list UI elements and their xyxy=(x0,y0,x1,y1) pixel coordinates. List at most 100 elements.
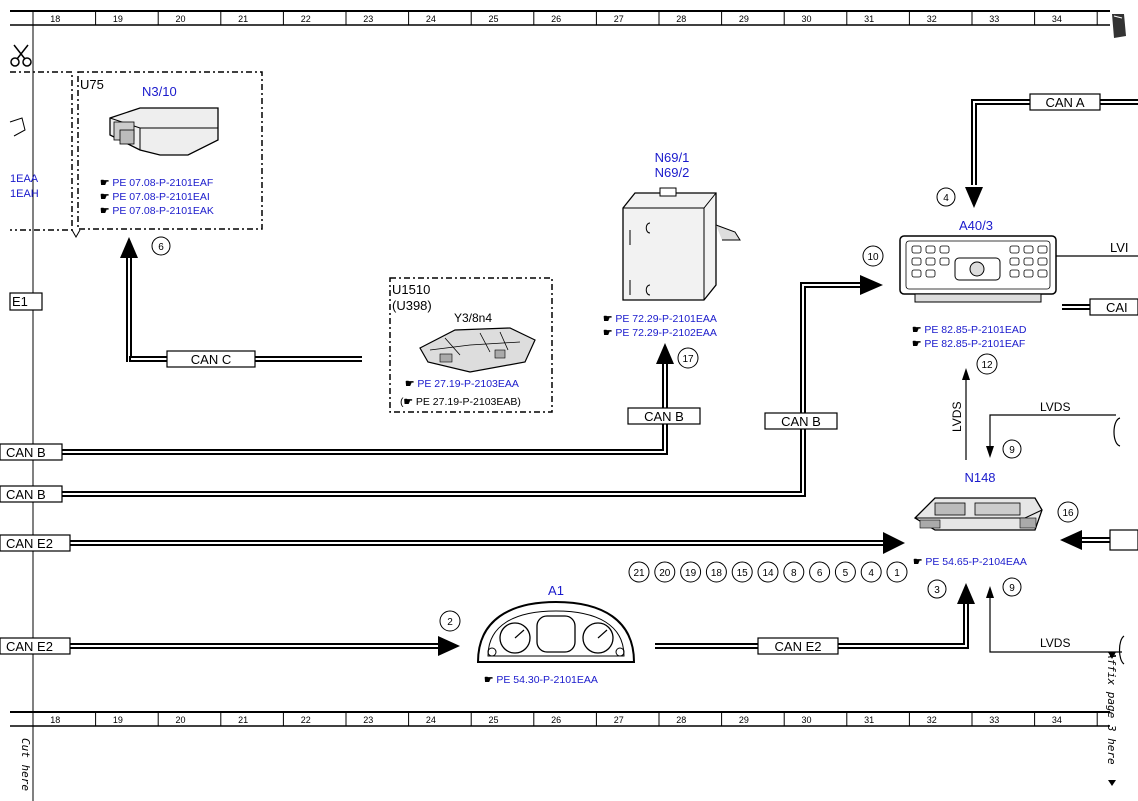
top-ruler-number: 33 xyxy=(989,14,999,24)
top-ruler-number: 22 xyxy=(301,14,311,24)
left-partial-module: 1EAA 1EAH E1 xyxy=(9,71,73,311)
svg-text:2: 2 xyxy=(447,617,453,628)
n148-unit-icon xyxy=(913,497,1043,531)
left-can-e2-1: CAN E2 xyxy=(6,536,53,551)
can-c-bus: CAN C xyxy=(120,237,362,368)
page-corner-icon xyxy=(1112,14,1126,38)
marker-17: 17 xyxy=(677,347,699,369)
head-unit-button xyxy=(1037,257,1048,266)
bottom-ruler-number: 23 xyxy=(363,715,373,725)
bottom-ruler-number: 19 xyxy=(113,715,123,725)
head-unit-button xyxy=(1037,245,1048,254)
top-ruler-number: 24 xyxy=(426,14,436,24)
top-ruler-number: 21 xyxy=(238,14,248,24)
ecu-n3-10-icon xyxy=(109,107,219,156)
n69-1-label: N69/1 xyxy=(655,150,690,165)
svg-text:20: 20 xyxy=(659,568,671,579)
top-ruler-number: 23 xyxy=(363,14,373,24)
can-b-a40-bus: CAN B CAN B xyxy=(0,275,883,503)
head-unit-button xyxy=(911,269,922,278)
left-ref-1: 1EAA xyxy=(10,173,39,185)
affix-arrow-bottom-icon xyxy=(1108,780,1116,786)
bottom-ruler-number: 21 xyxy=(238,715,248,725)
a40-ref-1: ☛ PE 82.85-P-2101EAD xyxy=(912,324,1027,336)
svg-text:5: 5 xyxy=(843,568,849,579)
head-unit-button xyxy=(1023,257,1034,266)
marker-row-item: 21 xyxy=(628,561,650,583)
marker-row-item: 8 xyxy=(783,561,805,583)
n69-2-label: N69/2 xyxy=(655,165,690,180)
module-n69: N69/1 N69/2 ☛ PE 72.29-P-2101EAA ☛ PE 72… xyxy=(603,150,741,339)
cai-partial-label: CAI xyxy=(1106,300,1128,315)
bottom-ruler-number: 25 xyxy=(489,715,499,725)
module-a40-3: A40/3 ☛ PE 82.85-P-2101EAD ☛ PE 82.85-P-… xyxy=(899,218,1057,350)
svg-text:4: 4 xyxy=(868,568,874,579)
top-ruler-number: 32 xyxy=(927,14,937,24)
marker-row-item: 5 xyxy=(834,561,856,583)
svg-text:6: 6 xyxy=(158,242,164,253)
svg-text:14: 14 xyxy=(762,568,774,579)
svg-text:18: 18 xyxy=(711,568,723,579)
a40-3-label: A40/3 xyxy=(959,218,993,233)
instrument-cluster-icon xyxy=(476,600,636,663)
head-unit-button xyxy=(925,257,936,266)
svg-text:9: 9 xyxy=(1009,445,1015,456)
n69-ref-2: ☛ PE 72.29-P-2102EAA xyxy=(603,327,717,339)
top-ruler-number: 28 xyxy=(676,14,686,24)
left-can-b-2: CAN B xyxy=(6,487,46,502)
module-y3-8n4: U1510 (U398) Y3/8n4 ☛ PE 27.19-P-2103EAA… xyxy=(389,277,553,413)
bottom-ruler-number: 33 xyxy=(989,715,999,725)
bottom-ruler-number: 26 xyxy=(551,715,561,725)
top-ruler-number: 34 xyxy=(1052,14,1062,24)
left-box-label: E1 xyxy=(12,294,28,309)
svg-text:3: 3 xyxy=(934,585,940,596)
n148-label: N148 xyxy=(964,470,995,485)
y3-ref-1: ☛ PE 27.19-P-2103EAA xyxy=(405,378,519,390)
n69-ref-1: ☛ PE 72.29-P-2101EAA xyxy=(603,313,717,325)
cut-here-text: Cut here xyxy=(19,738,32,791)
lvds-lower-label: LVDS xyxy=(1040,636,1070,650)
bottom-ruler-number: 20 xyxy=(176,715,186,725)
marker-row-item: 18 xyxy=(705,561,727,583)
left-ref-2: 1EAH xyxy=(10,188,39,200)
top-ruler-number: 30 xyxy=(802,14,812,24)
svg-text:19: 19 xyxy=(685,568,697,579)
top-ruler-number: 20 xyxy=(176,14,186,24)
svg-text:15: 15 xyxy=(737,568,749,579)
svg-text:4: 4 xyxy=(943,193,949,204)
bottom-ruler-number: 34 xyxy=(1052,715,1062,725)
n3-10-ref-2: ☛ PE 07.08-P-2101EAI xyxy=(100,191,210,203)
y3-ref-2: (☛ PE 27.19-P-2103EAB) xyxy=(400,396,521,408)
bottom-ruler-number: 18 xyxy=(50,715,60,725)
top-ruler-number: 27 xyxy=(614,14,624,24)
right-partial-buses: LVI CAI xyxy=(1056,240,1138,316)
marker-16: 16 xyxy=(1057,501,1079,523)
head-unit-button xyxy=(1023,245,1034,254)
svg-text:8: 8 xyxy=(791,568,797,579)
svg-text:9: 9 xyxy=(1009,583,1015,594)
can-c-label: CAN C xyxy=(191,352,231,367)
module-n3-10: U75 N3/10 ☛ PE 07.08-P-2101EAF ☛ PE 07.0… xyxy=(71,71,263,239)
top-ruler-number: 31 xyxy=(864,14,874,24)
head-unit-button xyxy=(911,257,922,266)
u398-label: (U398) xyxy=(392,298,432,313)
bottom-ruler-number: 27 xyxy=(614,715,624,725)
a1-label: A1 xyxy=(548,583,564,598)
marker-row-item: 4 xyxy=(860,561,882,583)
head-unit-button xyxy=(1009,257,1020,266)
svg-text:16: 16 xyxy=(1062,508,1074,519)
affix-text: Affix page 3 here xyxy=(1105,651,1118,765)
marker-row-item: 1 xyxy=(886,561,908,583)
can-e2-n148-bus: CAN E2 xyxy=(655,583,975,655)
affix-arrow-icon xyxy=(1108,652,1116,659)
left-can-b-1: CAN B xyxy=(6,445,46,460)
bottom-ruler-number: 29 xyxy=(739,715,749,725)
head-unit-button xyxy=(939,245,950,254)
head-unit-button xyxy=(911,245,922,254)
marker-row-item: 20 xyxy=(654,561,676,583)
can-e2-n148-label: CAN E2 xyxy=(775,639,822,654)
